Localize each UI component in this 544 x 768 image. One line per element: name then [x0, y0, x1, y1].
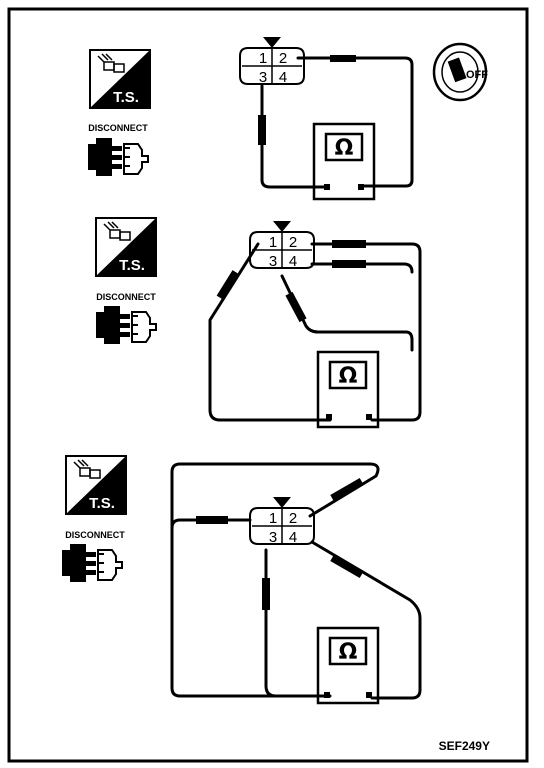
pin-3: 3: [269, 529, 277, 546]
ts-label: T.S.: [89, 495, 115, 512]
disconnect-label: DISCONNECT: [88, 123, 148, 133]
disconnect-label: DISCONNECT: [96, 292, 156, 302]
page-frame: [7, 7, 529, 763]
jumper-wire: [310, 242, 422, 422]
connector: 1 2 3 4: [249, 220, 315, 270]
probe-wire: [170, 462, 380, 530]
ignition-off-icon: OFF: [432, 42, 488, 102]
probe: [330, 55, 356, 62]
disconnect-icon: [95, 305, 157, 345]
probe: [196, 516, 228, 524]
ohm-symbol: Ω: [339, 640, 358, 665]
ts-badge: T.S.: [89, 49, 151, 109]
ts-badge: T.S.: [65, 455, 127, 515]
probe-wire: [280, 274, 414, 352]
probe: [332, 240, 366, 248]
probe: [330, 554, 364, 578]
pin-1: 1: [269, 510, 277, 527]
ohm-symbol: Ω: [339, 364, 358, 389]
disconnect-label: DISCONNECT: [65, 530, 125, 540]
disconnect-icon: [87, 137, 149, 177]
probe: [330, 478, 364, 502]
panel-1: T.S. DISCONNECT OFF 1 2 3 4 Ω: [87, 36, 488, 201]
probe-wire: [310, 540, 422, 700]
pin-1: 1: [269, 234, 277, 251]
ohm-symbol: Ω: [335, 136, 354, 161]
panel-3: T.S. DISCONNECT 1 2 3 4 Ω: [61, 455, 422, 705]
pin-1: 1: [259, 50, 267, 67]
probe-wire: [208, 242, 332, 422]
probe: [285, 291, 307, 323]
probe-wire: [260, 84, 330, 189]
pin-2: 2: [279, 50, 287, 67]
probe: [262, 578, 270, 610]
pin-3: 3: [259, 69, 267, 86]
pin-2: 2: [289, 234, 297, 251]
probe: [332, 260, 366, 268]
pin-4: 4: [289, 529, 297, 546]
ohmmeter: Ω: [316, 626, 380, 705]
ignition-off-label: OFF: [466, 69, 488, 81]
figure-id: SEF249Y: [439, 739, 490, 753]
connector: 1 2 3 4: [239, 36, 305, 86]
jumper-wire: [310, 262, 414, 274]
ohmmeter: Ω: [316, 350, 380, 429]
pin-3: 3: [269, 253, 277, 270]
ts-badge: T.S.: [95, 217, 157, 277]
probe-wire: [170, 518, 332, 698]
pin-2: 2: [289, 510, 297, 527]
probe-wire: [296, 56, 414, 188]
pin-4: 4: [279, 69, 287, 86]
probe: [216, 270, 240, 300]
probe-wire: [264, 548, 278, 698]
ts-label: T.S.: [119, 257, 145, 274]
pin-4: 4: [289, 253, 297, 270]
disconnect-icon: [61, 543, 123, 583]
probe: [258, 115, 266, 145]
ts-label: T.S.: [113, 89, 139, 106]
connector: 1 2 3 4: [249, 496, 315, 546]
panel-2: T.S. DISCONNECT 1 2 3 4 Ω: [95, 217, 422, 429]
